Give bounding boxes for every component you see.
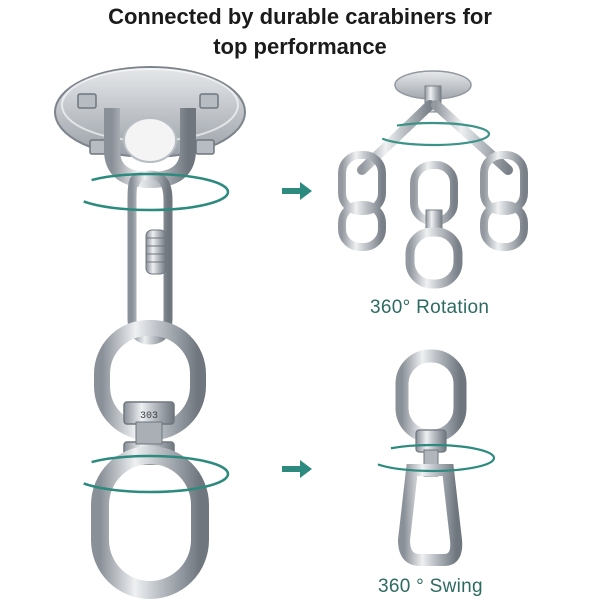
pointer-arrow-rotation xyxy=(282,182,312,200)
headline: Connected by durable carabiners for top … xyxy=(0,2,600,62)
caption-rotation: 360° Rotation xyxy=(370,297,490,318)
caption-swing: 360 ° Swing xyxy=(378,576,483,597)
swing-detail xyxy=(368,349,496,566)
plate-bolts xyxy=(77,93,219,155)
main-hanger-assembly: 303 303 xyxy=(54,66,246,599)
rotation-detail xyxy=(338,70,528,289)
carabiner-screw-lock xyxy=(145,229,167,275)
rotation-arrow-detail xyxy=(375,121,491,147)
swing-arrow-detail xyxy=(368,443,496,473)
rotation-arrow-bottom xyxy=(70,454,230,494)
headline-line-2: top performance xyxy=(213,34,387,59)
u-bracket xyxy=(104,108,196,189)
pointer-arrow-swing xyxy=(282,460,312,478)
rotation-arrow-top xyxy=(70,172,230,212)
headline-line-1: Connected by durable carabiners for xyxy=(108,4,492,29)
bracket-bushing xyxy=(123,117,177,163)
swivel-eye xyxy=(91,446,209,599)
swivel-stamp: 303 xyxy=(140,411,158,422)
